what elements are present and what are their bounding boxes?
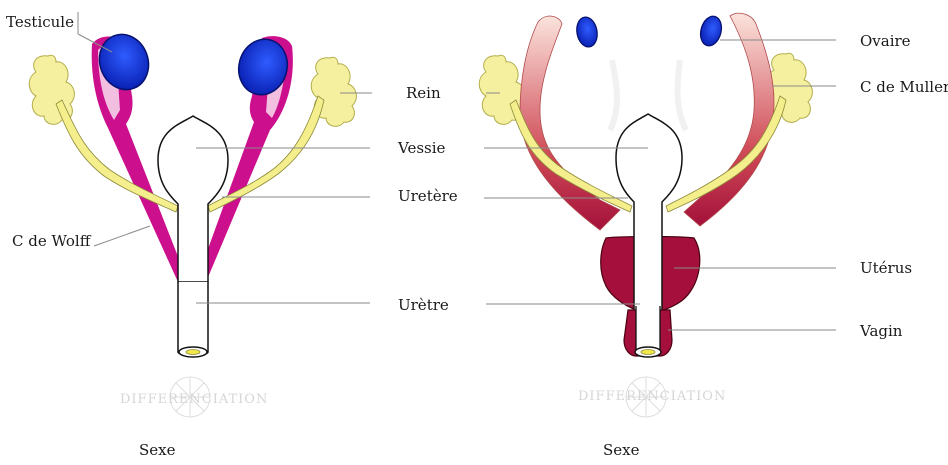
- ovary-left: [575, 15, 600, 48]
- label-uretre: Urètre: [398, 296, 449, 314]
- watermark-left: DIFFERENCIATION: [120, 392, 268, 407]
- label-vessie: Vessie: [398, 139, 445, 157]
- label-sexe-right: Sexe: [603, 441, 640, 459]
- label-c-de-muller: C de Muller: [860, 78, 948, 96]
- female-diagram: [479, 13, 836, 417]
- watermark-right: DIFFERENCIATION: [578, 389, 726, 404]
- label-rein: Rein: [406, 84, 441, 102]
- faint-remnant-left: [610, 60, 617, 130]
- ovary-right: [697, 14, 724, 48]
- label-uretere: Uretère: [398, 187, 458, 205]
- label-sexe-left: Sexe: [139, 441, 176, 459]
- label-testicule: Testicule: [6, 13, 74, 31]
- male-diagram: [29, 12, 372, 417]
- label-vagin: Vagin: [860, 322, 902, 340]
- label-uterus: Utérus: [860, 259, 912, 277]
- urethra-opening-inner-male: [186, 350, 200, 355]
- faint-remnant-right: [678, 60, 686, 130]
- urethra-female: [636, 306, 660, 352]
- urethra-opening-inner-female: [641, 350, 655, 355]
- urethra-male: [178, 282, 208, 355]
- label-c-de-wolff: C de Wolff: [12, 232, 90, 250]
- label-ovaire: Ovaire: [860, 32, 911, 50]
